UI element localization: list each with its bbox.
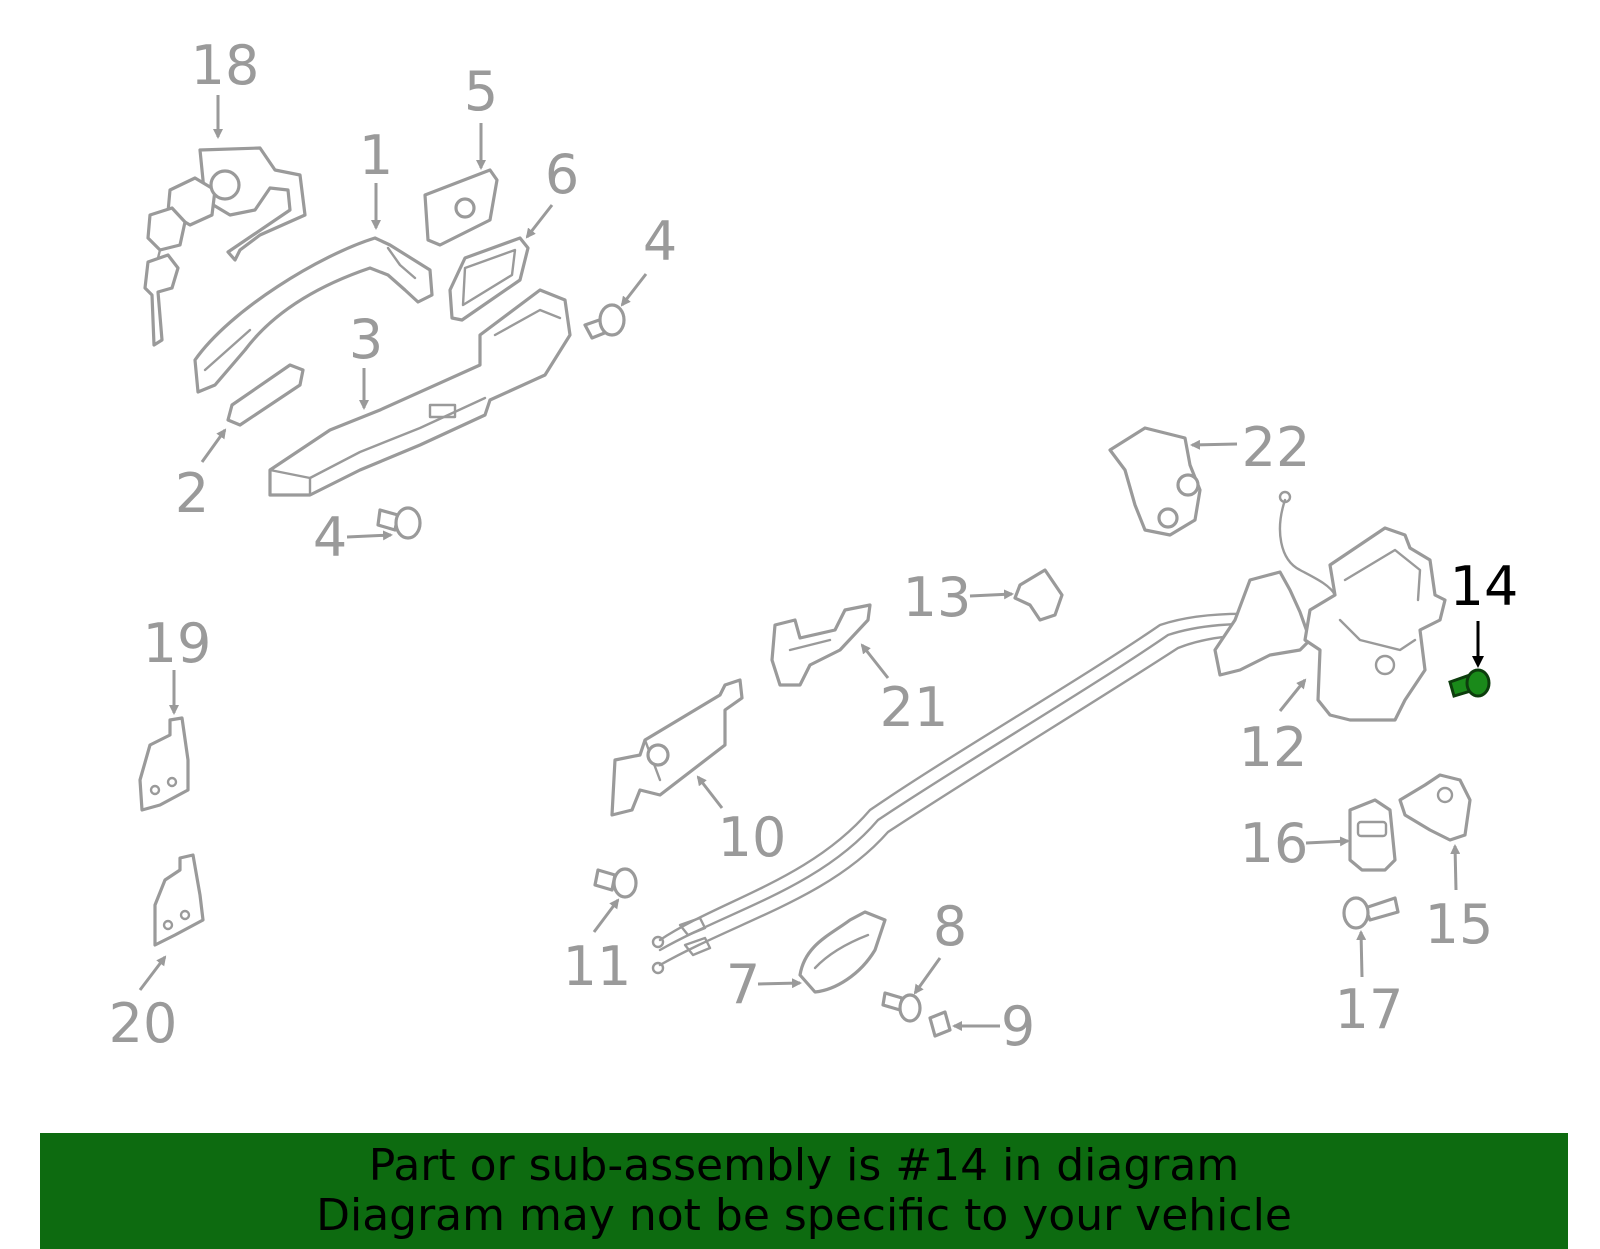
part-21-door-check[interactable] [770, 603, 872, 687]
callout-8: 8 [933, 895, 967, 958]
callout-1: 1 [359, 124, 393, 187]
callout-4-lower: 4 [313, 506, 347, 569]
part-5-handle-cap[interactable] [423, 168, 499, 247]
info-banner: Part or sub-assembly is #14 in diagram D… [40, 1133, 1568, 1249]
part-3-handle-frame[interactable] [268, 288, 572, 497]
part-17-screw[interactable] [1342, 896, 1400, 930]
part-14-screw-highlighted[interactable] [1448, 668, 1491, 698]
part-16-striker-cover[interactable] [1348, 798, 1397, 872]
part-15-striker[interactable] [1398, 773, 1472, 842]
callout-16: 16 [1240, 812, 1309, 875]
callout-2: 2 [175, 462, 209, 525]
callout-14: 14 [1450, 555, 1519, 618]
banner-line-2: Diagram may not be specific to your vehi… [316, 1190, 1292, 1241]
callout-15: 15 [1425, 893, 1494, 956]
callout-6: 6 [545, 143, 579, 206]
leader-arrows [138, 95, 1484, 1031]
lock-cables [651, 612, 1277, 975]
part-6-gasket[interactable] [448, 236, 530, 322]
callout-11: 11 [563, 935, 632, 998]
callout-22: 22 [1242, 416, 1311, 479]
part-13-clip[interactable] [1013, 568, 1064, 622]
callout-labels: 18 1 5 6 4 3 2 4 19 20 22 13 21 10 11 12… [109, 34, 1519, 1058]
part-10-bracket[interactable] [610, 678, 744, 817]
callout-7: 7 [726, 953, 760, 1016]
callout-4-upper: 4 [643, 210, 677, 273]
part-4-screw-lower[interactable] [376, 506, 422, 540]
part-12-door-lock[interactable] [1213, 490, 1447, 722]
part-19-upper-hinge[interactable] [138, 716, 190, 812]
parts-diagram: 18 1 5 6 4 3 2 4 19 20 22 13 21 10 11 12… [109, 34, 1519, 1058]
callout-3: 3 [349, 308, 383, 371]
part-9-cap[interactable] [928, 1010, 952, 1038]
callout-5: 5 [464, 60, 498, 123]
callout-13: 13 [903, 566, 972, 629]
part-4-screw-upper[interactable] [583, 303, 626, 340]
callout-20: 20 [109, 992, 178, 1055]
callout-21: 21 [880, 676, 949, 739]
part-18-key-cylinder[interactable] [143, 146, 307, 347]
part-8-screw[interactable] [881, 991, 922, 1023]
callout-17: 17 [1335, 978, 1404, 1041]
callout-19: 19 [143, 612, 212, 675]
part-20-lower-hinge[interactable] [153, 853, 205, 947]
part-11-screw[interactable] [593, 867, 638, 899]
part-2-pad[interactable] [226, 363, 305, 427]
part-7-inside-handle[interactable] [798, 910, 887, 994]
part-1-outside-handle[interactable] [193, 236, 434, 394]
banner-line-1: Part or sub-assembly is #14 in diagram [368, 1140, 1240, 1191]
callout-18: 18 [191, 34, 260, 97]
part-22-actuator[interactable] [1108, 426, 1202, 537]
callout-12: 12 [1239, 716, 1308, 779]
callout-10: 10 [718, 806, 787, 869]
callout-9: 9 [1001, 995, 1035, 1058]
